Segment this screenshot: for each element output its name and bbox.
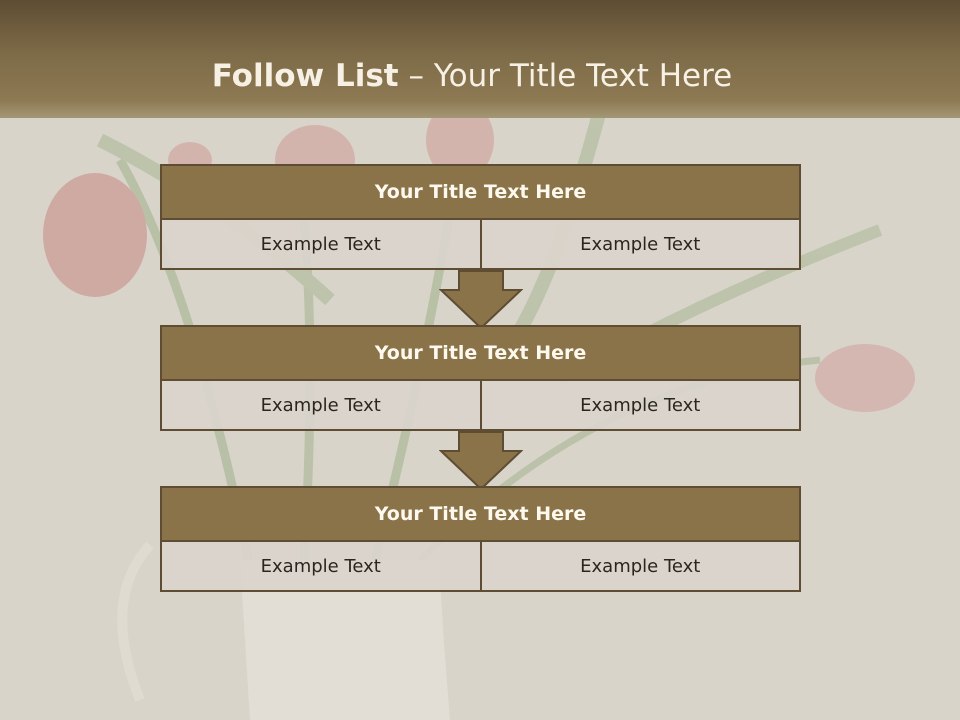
step-title: Your Title Text Here [160, 486, 801, 542]
step-title: Your Title Text Here [160, 325, 801, 381]
step-title: Your Title Text Here [160, 164, 801, 220]
step-block-2: Your Title Text Here Example Text Exampl… [160, 325, 801, 431]
step-cell-right: Example Text [481, 542, 801, 592]
step-row: Example Text Example Text [160, 542, 801, 592]
page-title-bold: Follow List [211, 58, 399, 94]
title-banner: Follow List – Your Title Text Here [0, 0, 960, 118]
down-arrow-icon [439, 270, 523, 330]
step-cell-left: Example Text [160, 220, 482, 270]
page-title-rest: – Your Title Text Here [408, 58, 733, 94]
page-title: Follow List – Your Title Text Here [0, 56, 944, 96]
step-cell-right: Example Text [481, 220, 801, 270]
step-cell-right: Example Text [481, 381, 801, 431]
step-row: Example Text Example Text [160, 220, 801, 270]
step-cell-left: Example Text [160, 381, 482, 431]
step-block-1: Your Title Text Here Example Text Exampl… [160, 164, 801, 270]
down-arrow-icon [439, 431, 523, 491]
step-cell-left: Example Text [160, 542, 482, 592]
step-row: Example Text Example Text [160, 381, 801, 431]
step-block-3: Your Title Text Here Example Text Exampl… [160, 486, 801, 592]
